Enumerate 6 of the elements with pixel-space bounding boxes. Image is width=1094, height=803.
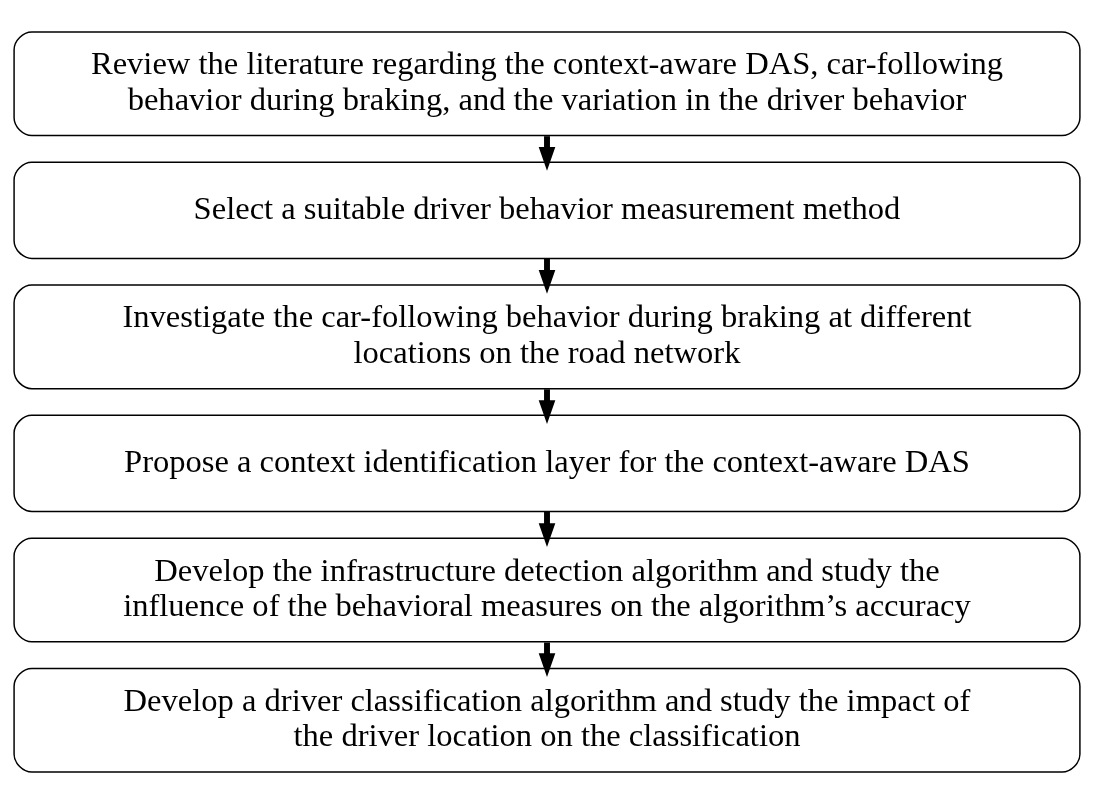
node-box: Review the literature regarding the context-aware DAS, car-following behavior during braking, and the variation in the driver behavior [13, 30, 1081, 136]
node-box: Develop a driver classification algorithm and study the impact of the driver location on the classification [13, 667, 1081, 773]
node-box: Propose a context identification layer for the context-aware DAS [13, 414, 1081, 512]
node-box: Develop the infrastructure detection algorithm and study the influence of the behavioral measures on the algorithm’s accuracy [13, 536, 1081, 643]
node-box: Investigate the car-following behavior during braking at different locations on the road network [13, 283, 1081, 389]
node-box: Select a suitable driver behavior measurement method [13, 160, 1081, 259]
